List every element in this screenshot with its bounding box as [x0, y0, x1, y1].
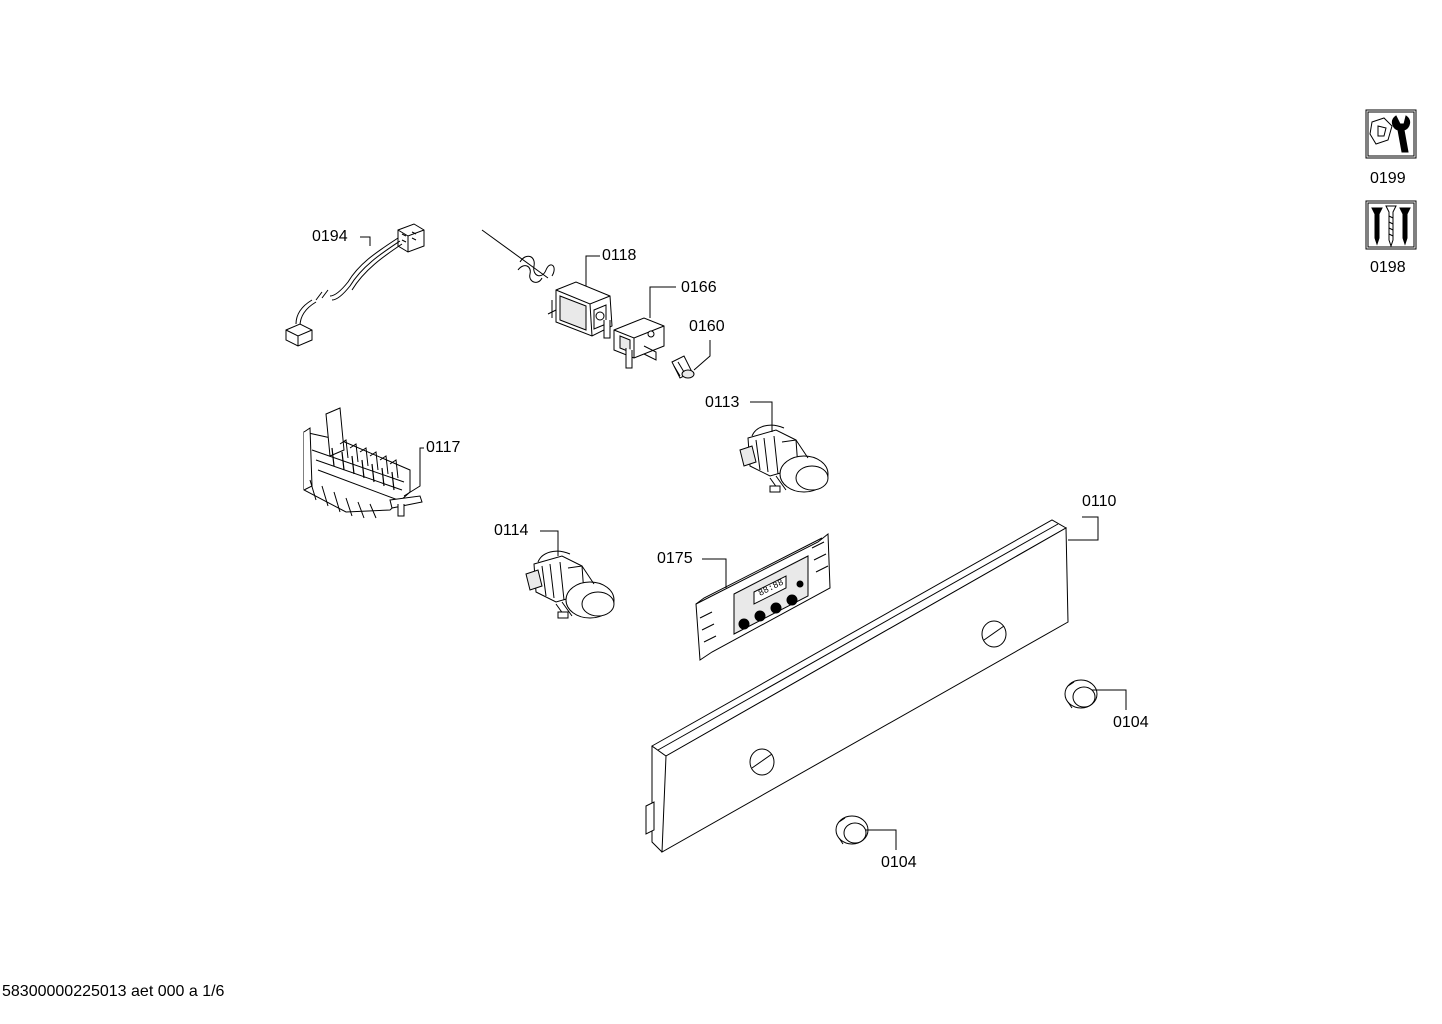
part-label-0110[interactable]: 0110 [1082, 493, 1117, 510]
part-label-0175[interactable]: 0175 [657, 550, 693, 567]
lamp-part[interactable] [671, 355, 695, 379]
part-label-0104-lower[interactable]: 0104 [881, 854, 917, 871]
part-label-0166[interactable]: 0166 [681, 279, 717, 296]
part-label-0104-upper[interactable]: 0104 [1113, 714, 1149, 731]
part-label-0160[interactable]: 0160 [689, 318, 725, 335]
control-panel-fascia-part[interactable] [645, 519, 1069, 853]
side-icon-label-0198[interactable]: 0198 [1370, 259, 1406, 276]
part-label-0117[interactable]: 0117 [426, 439, 461, 456]
knob-ring-upper-part[interactable] [1064, 679, 1098, 709]
side-icon-label-0199[interactable]: 0199 [1370, 170, 1406, 187]
part-label-0194[interactable]: 0194 [312, 228, 348, 245]
tools-icon[interactable] [1365, 109, 1417, 159]
part-label-0114[interactable]: 0114 [494, 522, 529, 539]
document-footer: 58300000225013 aet 000 a 1/6 [2, 983, 225, 1000]
leader-lines [360, 236, 1127, 850]
cable-harness-part[interactable] [285, 223, 425, 347]
rotary-knob-right-part[interactable] [739, 424, 829, 493]
selector-switch-part[interactable] [303, 407, 423, 519]
screws-icon[interactable] [1365, 200, 1417, 250]
bracket-part[interactable] [613, 317, 665, 369]
part-label-0118[interactable]: 0118 [602, 247, 637, 264]
part-label-0113[interactable]: 0113 [705, 394, 740, 411]
rotary-knob-left-part[interactable] [525, 550, 615, 619]
control-module-part[interactable]: 88:88 [695, 532, 831, 661]
thermostat-part[interactable] [481, 229, 613, 339]
knob-ring-lower-part[interactable] [835, 815, 869, 845]
